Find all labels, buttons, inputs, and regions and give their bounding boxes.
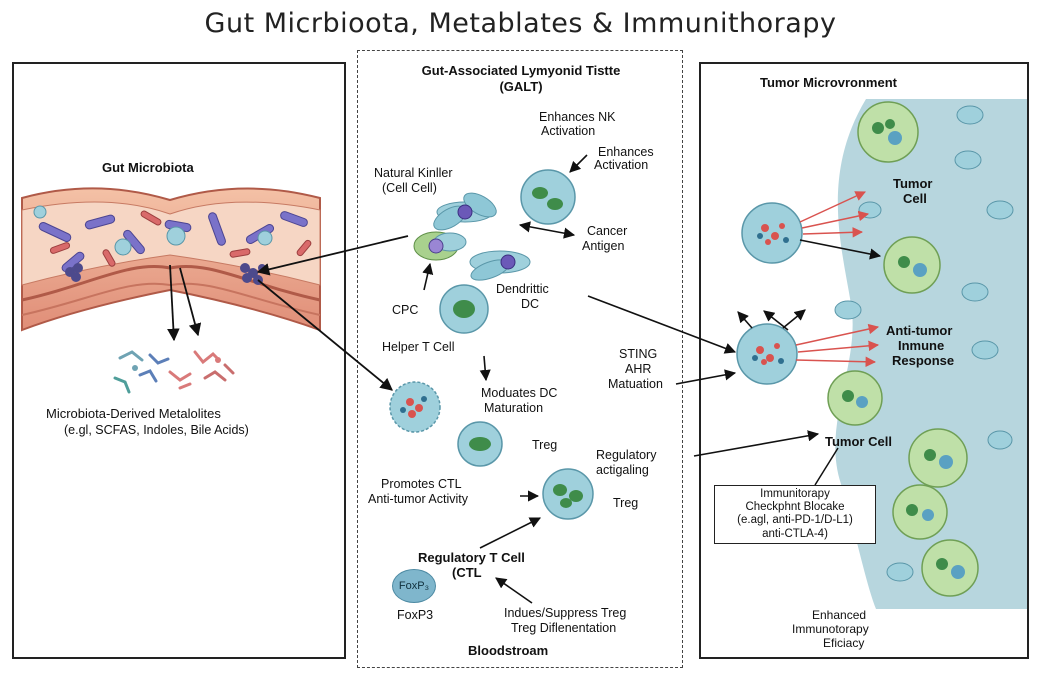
reg-t-cell-label-1: Regulatory T Cell <box>418 550 525 565</box>
helper-t-label: Helper T Cell <box>382 340 455 354</box>
reg-t-cell-label-2: (CTL <box>452 565 482 580</box>
tumor-cell-label-2: Cell <box>903 191 927 206</box>
arrow-dc-to-tumor <box>587 295 737 354</box>
nk-activated-cell <box>520 169 576 225</box>
arrow-cpc <box>422 262 434 291</box>
red-arrow-2 <box>801 210 870 229</box>
dendritic-label-1: Dendrittic <box>496 282 549 296</box>
natural-killer-label-1: Natural Kinller <box>374 166 453 180</box>
foxp3-cell: FoxP₃ <box>392 569 436 603</box>
red-arrow-6 <box>795 356 877 368</box>
checkpoint-line-3: (e.agl, anti-PD-1/D-L1) <box>737 514 853 527</box>
arrow-up-right <box>782 309 806 329</box>
galt-heading-2: (GALT) <box>499 79 543 94</box>
immune-cell-middle <box>736 323 798 385</box>
promotes-label-1: Promotes CTL <box>381 477 462 491</box>
tumor-cell-label-1: Tumor <box>893 176 933 191</box>
treg-cell-2 <box>542 468 594 520</box>
arrow-up-mid <box>763 310 789 331</box>
red-arrow-4 <box>795 323 880 346</box>
arrow-reg-t-cell <box>479 517 542 549</box>
line-tumor-to-box <box>814 447 839 486</box>
arrow-induces <box>495 577 533 604</box>
cpc-label: CPC <box>392 303 419 317</box>
induces-label-1: Indues/Suppress Treg <box>504 606 627 620</box>
arrow-gut-to-galt <box>257 279 393 391</box>
red-arrow-5 <box>797 340 880 353</box>
checkpoint-line-2: Checkphnt Blocake <box>745 501 845 514</box>
arrow-cancer-antigen <box>518 221 576 239</box>
modulates-label-2: Maturation <box>484 401 544 415</box>
regulatory-label-2: actigaling <box>596 463 649 477</box>
enhances-nk-label-1: Enhances NK <box>539 110 616 124</box>
immune-cell-top <box>741 202 803 264</box>
spiky-antigen-cell <box>389 381 441 433</box>
gut-panel <box>12 62 346 659</box>
checkpoint-line-4: anti-CTLA-4) <box>762 527 828 540</box>
regulatory-label-1: Regulatory <box>596 448 657 462</box>
enhanced-label-1: Enhanced <box>812 608 867 622</box>
treg-label-2: Treg <box>613 496 639 510</box>
arrow-sting <box>675 369 737 385</box>
galt-panel <box>357 50 683 668</box>
enhances-nk-label-2: Activation <box>541 124 596 138</box>
gut-arrow-down-2 <box>179 267 202 337</box>
sting-label-3: Matuation <box>608 377 663 391</box>
red-arrow-3 <box>802 227 864 238</box>
arrow-to-tumor-cell <box>799 239 882 260</box>
checkpoint-blockade-box: Immunitorapy Checkphnt Blocake (e.agl, a… <box>714 485 876 544</box>
gut-tissue-illustration <box>21 187 321 332</box>
enhanced-label-3: Eficiacy <box>823 636 865 650</box>
helper-t-cell <box>439 284 489 334</box>
tumor-cells-green <box>827 101 979 597</box>
tumor-fluid-cells <box>834 105 1014 582</box>
page-title: Gut Micrbioota, Metablates & Immunithora… <box>204 8 837 39</box>
arrow-nk-to-gut <box>256 235 409 276</box>
enhances-act-label-1: Enhances <box>598 145 654 159</box>
galt-heading-1: Gut-Associated Lymyonid Tistte <box>421 63 621 78</box>
anti-tumor-label-2: Inmune <box>898 338 945 353</box>
modulates-label-1: Moduates DC <box>481 386 558 400</box>
cancer-antigen-label-1: Cancer <box>587 224 628 238</box>
arrow-up-left <box>737 311 753 329</box>
red-arrow-1 <box>799 191 866 223</box>
enhances-act-label-2: Activation <box>594 158 649 172</box>
dendritic-label-2: DC <box>521 297 540 311</box>
tumor-fluid-background <box>835 99 1027 609</box>
bloodstream-label: Bloodstroam <box>468 643 549 658</box>
tumor-heading: Tumor Microvronment <box>760 75 897 90</box>
cancer-antigen-label-2: Antigen <box>582 239 625 253</box>
metabolites-illustration <box>113 350 235 394</box>
checkpoint-line-1: Immunitorapy <box>760 488 830 500</box>
induces-label-2: Treg Diflenentation <box>511 621 617 635</box>
dendritic-cell <box>469 250 531 281</box>
sting-label-2: AHR <box>625 362 652 376</box>
tumor-panel <box>699 62 1029 659</box>
tumor-cell-2-label: Tumor Cell <box>825 434 892 449</box>
metabolites-label-1: Microbiota-Derived Metalolites <box>46 406 221 421</box>
promotes-label-2: Anti-tumor Activity <box>368 492 469 506</box>
gut-heading: Gut Microbiota <box>102 160 194 175</box>
treg-label-1: Treg <box>532 438 558 452</box>
foxp3-label: FoxP3 <box>397 608 434 622</box>
gut-arrow-down-1 <box>167 264 180 342</box>
sting-label-1: STING <box>619 347 658 361</box>
metabolites-label-2: (e.gl, SCFAS, Indoles, Bile Acids) <box>64 423 249 437</box>
natural-killer-label-2: (Cell Cell) <box>382 181 437 195</box>
arrow-enhances-nk <box>569 154 588 173</box>
nk-cell-cluster <box>413 192 497 261</box>
arrow-helper-t <box>479 355 491 382</box>
arrow-regulatory <box>693 430 820 457</box>
anti-tumor-label-1: Anti-tumor <box>886 323 953 338</box>
treg-cell-1 <box>457 421 503 467</box>
anti-tumor-label-3: Response <box>892 353 955 368</box>
enhanced-label-2: Immunotorapy <box>792 622 869 636</box>
